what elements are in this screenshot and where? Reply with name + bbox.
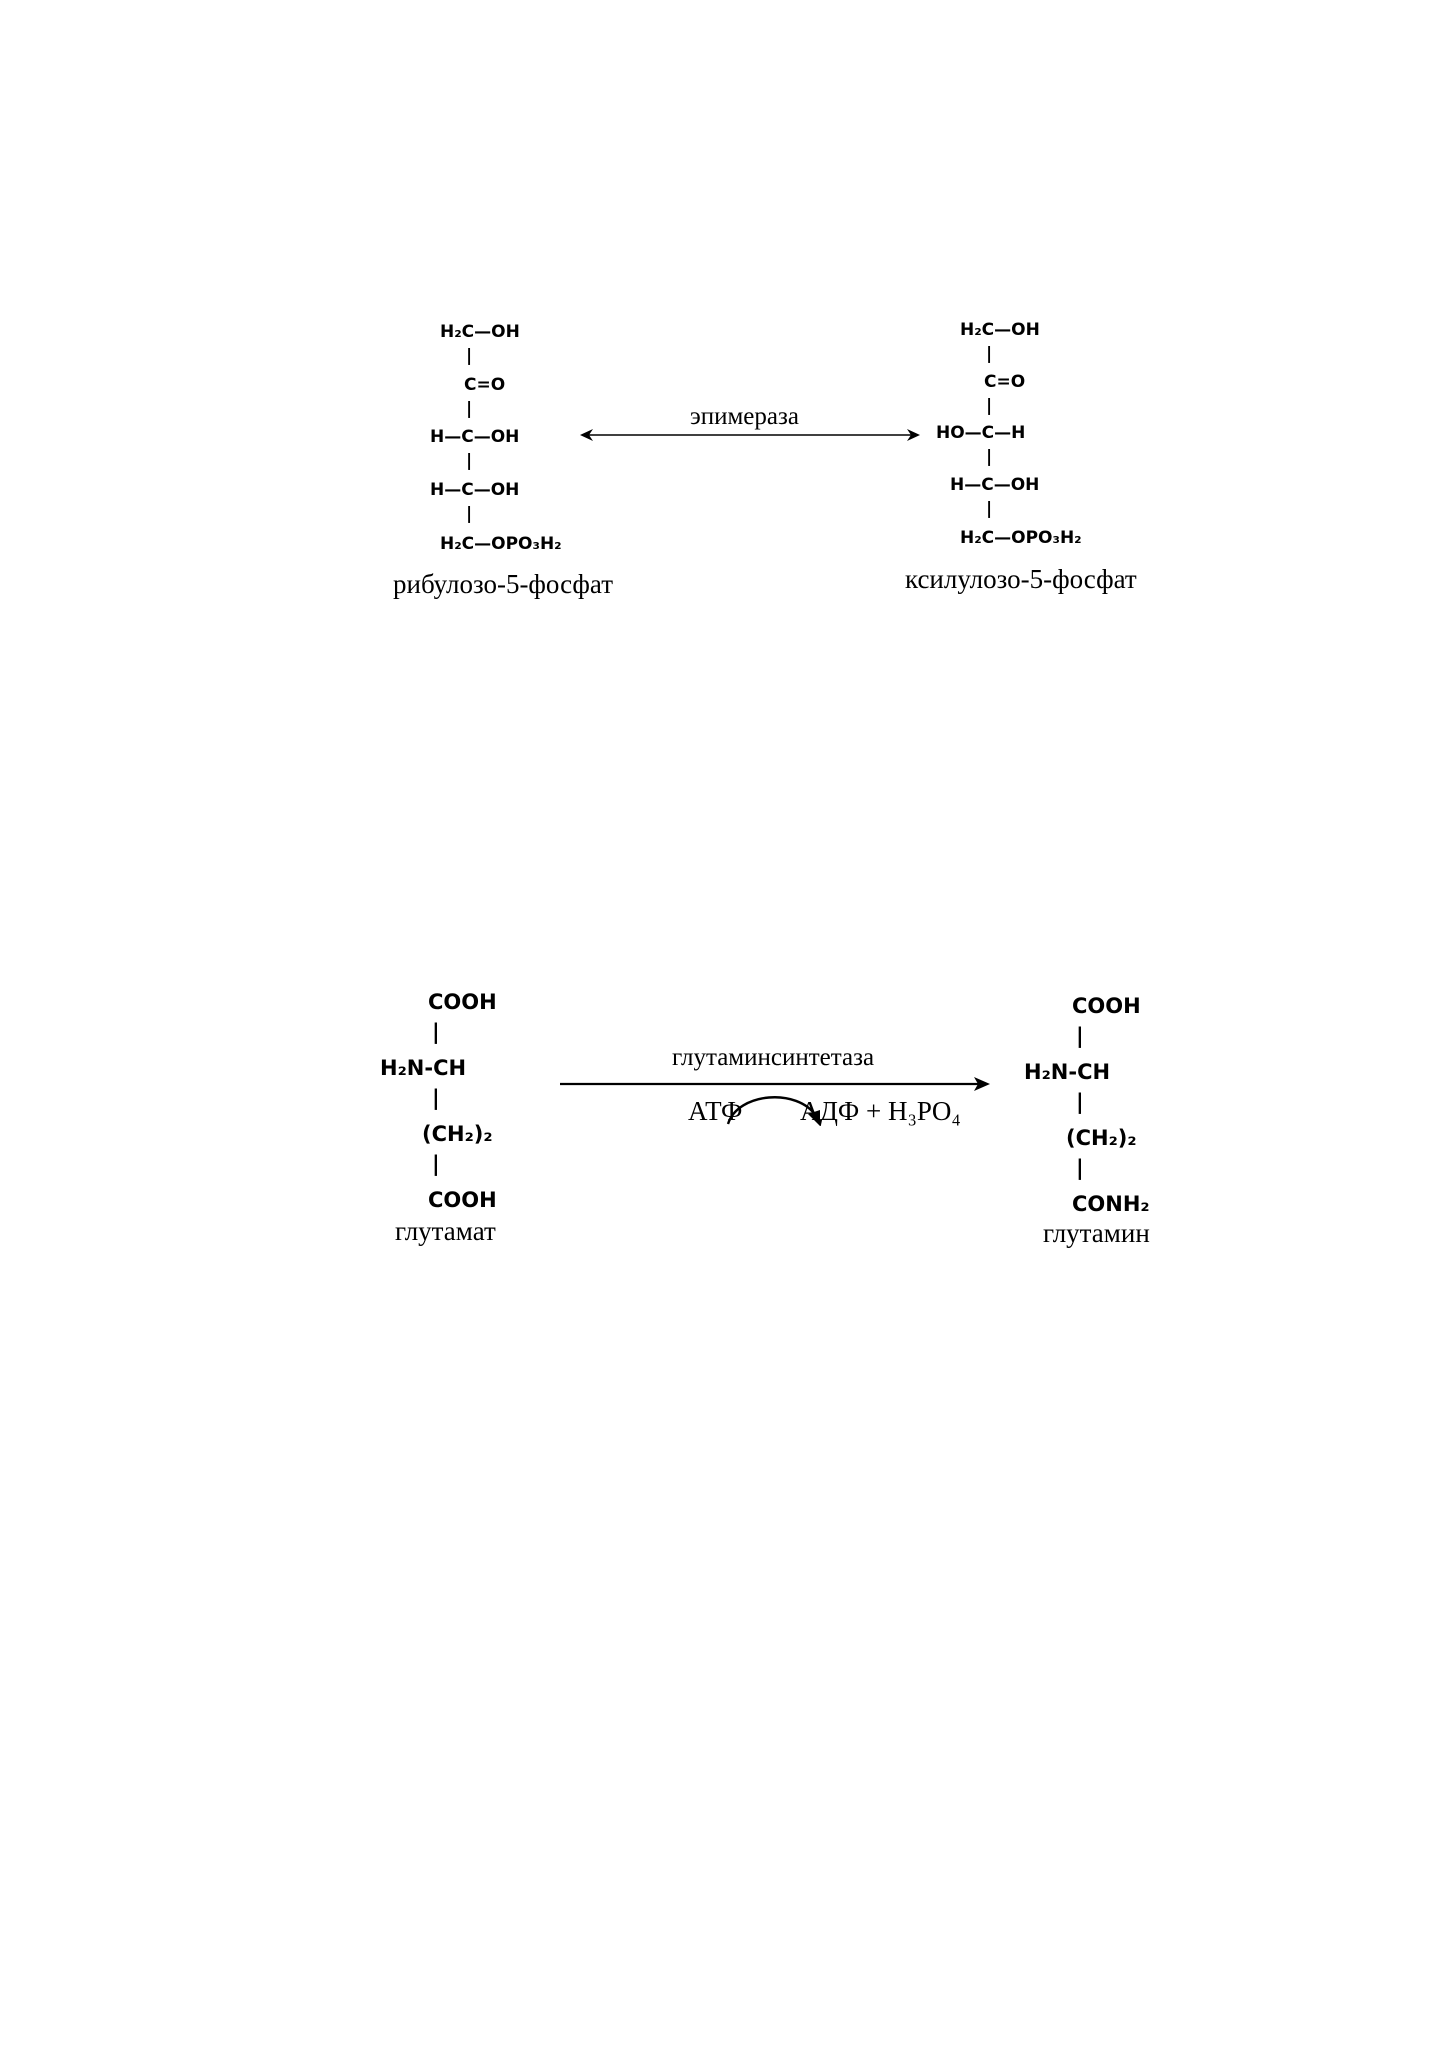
bond-line: | (986, 499, 993, 519)
cofactor-curved-arrow (726, 1096, 820, 1126)
formula-line: (CH₂)₂ (422, 1122, 493, 1146)
enzyme-name: эпимераза (690, 403, 799, 430)
formula-line: C=O (984, 372, 1026, 392)
formula-line: H—C—OH (950, 475, 1040, 495)
reaction-glutamine-synthetase: COOH | H₂N-CH | (CH₂)₂ | COOH глутамат г… (0, 980, 1449, 1280)
formula-line: COOH (1072, 994, 1141, 1018)
bond-line: | (466, 346, 473, 366)
bond-line: | (432, 1020, 440, 1044)
formula-line: H₂C—OPO₃H₂ (960, 528, 1082, 548)
formula-line: H₂C—OPO₃H₂ (440, 534, 562, 554)
product-name: ксилулозо-5-фосфат (905, 564, 1137, 594)
bond-line: | (466, 504, 473, 524)
bond-line: | (986, 344, 993, 364)
bond-line: | (432, 1086, 440, 1110)
formula-line: CONH₂ (1072, 1192, 1150, 1216)
formula-line: (CH₂)₂ (1066, 1126, 1137, 1150)
formula-line: HO—C—H (936, 423, 1026, 443)
substrate-name: глутамат (395, 1216, 496, 1246)
formula-line: H—C—OH (430, 427, 520, 447)
formula-line: COOH (428, 990, 497, 1014)
substrate-name: рибулозо-5-фосфат (393, 569, 613, 599)
formula-line: H₂N-CH (1024, 1060, 1111, 1084)
bond-line: | (466, 451, 473, 471)
formula-line: H₂N-CH (380, 1056, 467, 1080)
product-name: глутамин (1043, 1218, 1150, 1248)
formula-line: C=O (464, 375, 506, 395)
bond-line: | (1076, 1090, 1084, 1114)
bond-line: | (986, 447, 993, 467)
formula-line: H₂C—OH (960, 320, 1040, 340)
cofactor-out: АДФ + H₃PO₄ (800, 1096, 961, 1126)
formula-line: H₂C—OH (440, 322, 520, 342)
bond-line: | (1076, 1156, 1084, 1180)
reversible-arrow (580, 429, 920, 441)
bond-line: | (466, 399, 473, 419)
enzyme-name: глутаминсинтетаза (672, 1044, 875, 1071)
forward-arrow (560, 1077, 990, 1091)
cofactor-in: АТФ (688, 1096, 743, 1126)
bond-line: | (986, 396, 993, 416)
reaction-epimerase: H₂C—OH | C=O | H—C—OH | H—C—OH | H₂C—OPO… (0, 300, 1449, 630)
formula-line: COOH (428, 1188, 497, 1212)
formula-line: H—C—OH (430, 480, 520, 500)
bond-line: | (432, 1152, 440, 1176)
bond-line: | (1076, 1024, 1084, 1048)
